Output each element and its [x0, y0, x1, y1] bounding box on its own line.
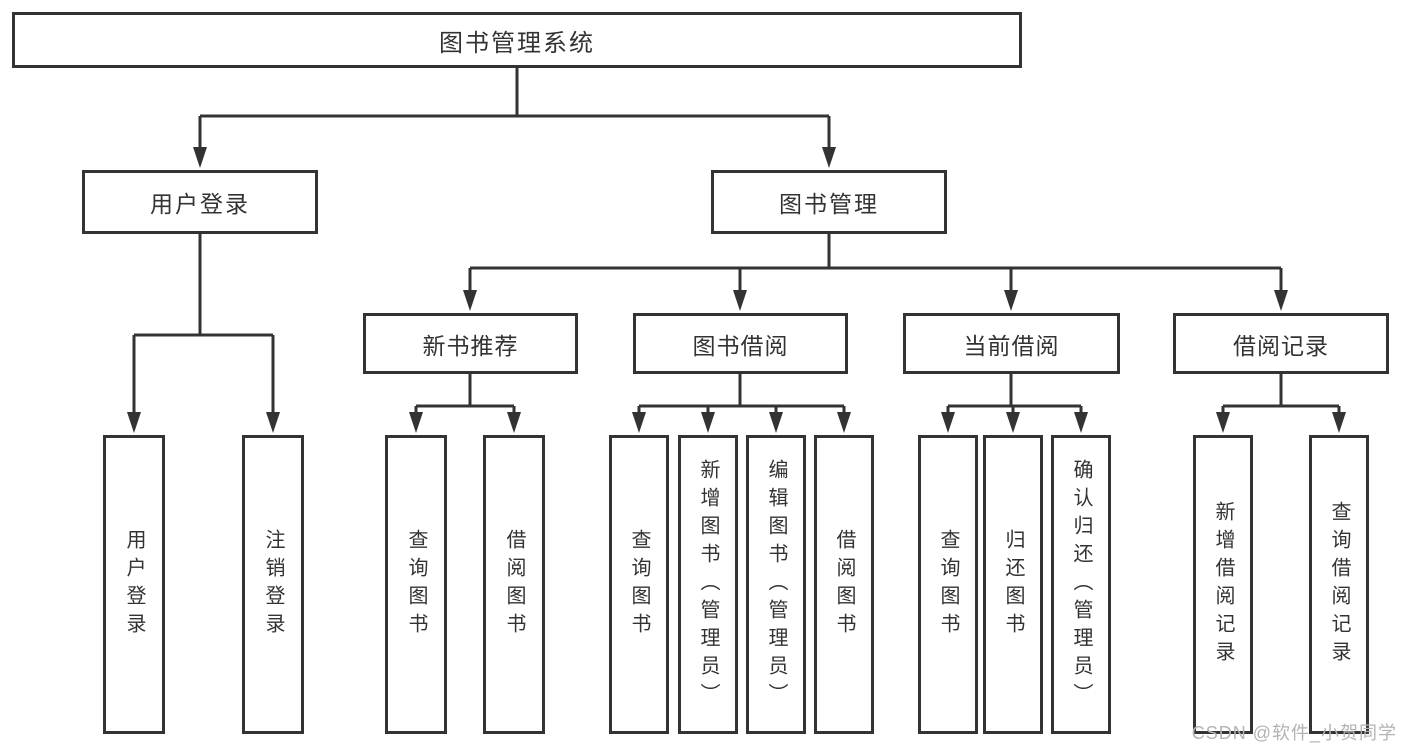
node-leaf-add-book-admin: 新增图书（管理员）: [678, 435, 738, 734]
node-leaf-user-login: 用户登录: [103, 435, 165, 734]
node-leaf-query-borrow-record: 查询借阅记录: [1309, 435, 1369, 734]
node-root-system: 图书管理系统: [12, 12, 1022, 68]
node-leaf-query-books-borrowing: 查询图书: [609, 435, 669, 734]
node-leaf-query-books-current: 查询图书: [918, 435, 978, 734]
arrowheads: [127, 147, 1346, 433]
node-leaf-return-books: 归还图书: [983, 435, 1043, 734]
node-leaf-logout: 注销登录: [242, 435, 304, 734]
node-new-book-recommendation: 新书推荐: [363, 313, 578, 374]
node-leaf-confirm-return-admin: 确认归还（管理员）: [1051, 435, 1111, 734]
connector-group-book-borrowing: [637, 374, 846, 416]
node-user-login: 用户登录: [82, 170, 318, 234]
connector-group-new-book-recommendation: [414, 374, 516, 416]
node-current-borrowing: 当前借阅: [903, 313, 1120, 374]
node-leaf-borrow-books-recommend: 借阅图书: [483, 435, 545, 734]
node-leaf-edit-book-admin: 编辑图书（管理员）: [746, 435, 806, 734]
connector-group-current-borrowing: [946, 374, 1083, 416]
node-borrowing-records: 借阅记录: [1173, 313, 1389, 374]
node-leaf-borrow-books: 借阅图书: [814, 435, 874, 734]
connector-group-user-login: [132, 234, 275, 416]
node-book-management: 图书管理: [711, 170, 947, 234]
node-leaf-add-borrow-record: 新增借阅记录: [1193, 435, 1253, 734]
csdn-watermark: CSDN @软件_小贺同学: [1191, 723, 1397, 743]
connector-group-borrowing-records: [1221, 374, 1341, 416]
node-book-borrowing: 图书借阅: [633, 313, 848, 374]
connector-group-book-management: [468, 234, 1283, 294]
connector-group-root: [198, 68, 831, 150]
node-leaf-query-books-recommend: 查询图书: [385, 435, 447, 734]
